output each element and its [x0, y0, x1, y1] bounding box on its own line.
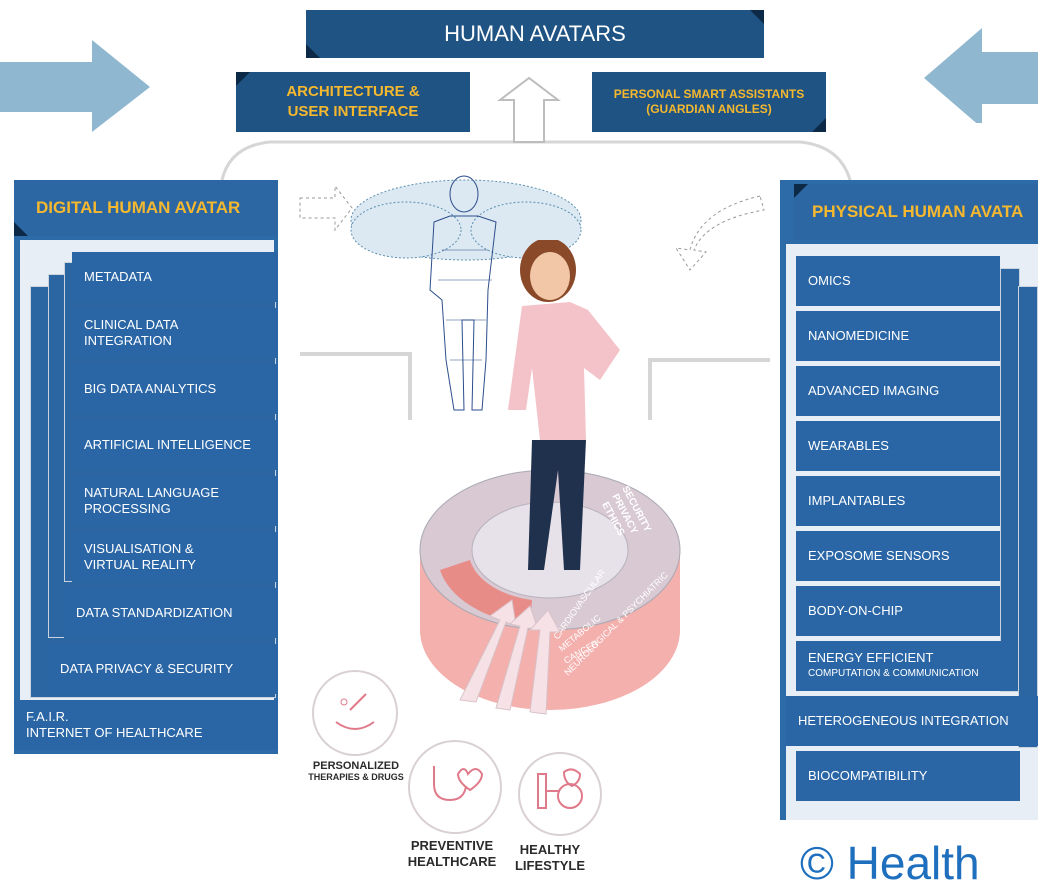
left-header-text: DIGITAL HUMAN AVATAR [36, 198, 241, 217]
right-item: WEARABLES [796, 421, 1000, 471]
lifestyle-circle [518, 752, 602, 836]
personalized-main: PERSONALIZED [312, 760, 400, 772]
left-item: VISUALISATION &VIRTUAL REALITY [72, 532, 278, 582]
left-item-line1: BIG DATA ANALYTICS [84, 381, 217, 396]
right-item: HETEROGENEOUS INTEGRATION [786, 696, 1038, 746]
healthcare-disk: INTERNET OF HEALTHCARE SECURITY PRIVACY … [419, 430, 681, 715]
right-item-line1: IMPLANTABLES [808, 493, 906, 508]
page-title: HUMAN AVATARS [444, 21, 626, 46]
right-header-text: PHYSICAL HUMAN AVATA [812, 202, 1024, 221]
preventive-circle [408, 740, 502, 834]
right-item: ENERGY EFFICIENT COMPUTATION & COMMUNICAT… [796, 641, 1014, 691]
left-arrow-icon [0, 40, 150, 132]
right-item-line1: HETEROGENEOUS INTEGRATION [798, 713, 1009, 728]
right-item-line1: ENERGY EFFICIENT [808, 650, 934, 665]
right-arrow-icon [924, 28, 1038, 123]
lifestyle-line2: LIFESTYLE [514, 858, 586, 873]
right-header: PHYSICAL HUMAN AVATA [794, 184, 1038, 240]
right-item: EXPOSOME SENSORS [796, 531, 1000, 581]
right-item: OMICS [796, 256, 1000, 306]
right-item-line1: WEARABLES [808, 438, 889, 453]
left-header: DIGITAL HUMAN AVATAR [14, 180, 278, 236]
right-item-line1: OMICS [808, 273, 851, 288]
left-item-line1: VISUALISATION & [84, 541, 194, 556]
left-item-line2: PROCESSING [84, 501, 171, 516]
lifestyle-caption: HEALTHY LIFESTYLE [500, 842, 600, 874]
right-item: IMPLANTABLES [796, 476, 1000, 526]
personalized-caption: PERSONALIZED THERAPIES & DRUGS [296, 760, 416, 782]
assistants-banner: PERSONAL SMART ASSISTANTS (GUARDIAN ANGL… [592, 72, 826, 132]
right-item-line1: NANOMEDICINE [808, 328, 910, 343]
left-item-line2: VIRTUAL REALITY [84, 557, 196, 572]
right-item-line1: EXPOSOME SENSORS [808, 548, 950, 563]
right-item: BODY-ON-CHIP [796, 586, 1000, 636]
woman-figure [508, 240, 620, 570]
architecture-banner: ARCHITECTURE & USER INTERFACE [236, 72, 470, 132]
title-banner: HUMAN AVATARS [306, 10, 764, 58]
right-item-line1: BODY-ON-CHIP [808, 603, 903, 618]
left-item: DATA STANDARDIZATION [64, 588, 278, 638]
lifestyle-line1: HEALTHY [519, 842, 581, 857]
assistants-line2: (GUARDIAN ANGLES) [646, 102, 772, 116]
syringe-pills-icon [335, 693, 375, 730]
left-item-line1: METADATA [84, 269, 152, 284]
left-item: BIG DATA ANALYTICS [72, 364, 278, 414]
left-item: F.A.I.R.INTERNET OF HEALTHCARE [14, 700, 278, 750]
left-item-line1: CLINICAL DATA [84, 317, 179, 332]
right-item-line1: BIOCOMPATIBILITY [808, 768, 928, 783]
left-item: DATA PRIVACY & SECURITY [48, 644, 278, 694]
architecture-line2: USER INTERFACE [287, 103, 419, 120]
right-item: ADVANCED IMAGING [796, 366, 1000, 416]
right-item-line2: COMPUTATION & COMMUNICATION [808, 668, 979, 679]
left-item: METADATA [72, 252, 278, 302]
left-item-line1: F.A.I.R. [26, 709, 69, 724]
assistants-line1: PERSONAL SMART ASSISTANTS [613, 87, 805, 101]
preventive-caption: PREVENTIVE HEALTHCARE [392, 838, 512, 870]
stethoscope-heart-icon [433, 766, 484, 802]
right-stack-outline-1 [1000, 268, 1020, 692]
personalized-sub: THERAPIES & DRUGS [308, 772, 404, 782]
right-item: NANOMEDICINE [796, 311, 1000, 361]
architecture-line1: ARCHITECTURE & [286, 83, 420, 100]
dumbbell-apple-icon [537, 768, 583, 809]
preventive-line1: PREVENTIVE [410, 838, 494, 853]
right-stack-outline-2 [1018, 286, 1038, 748]
left-item-line2: INTEGRATION [84, 333, 172, 348]
left-item-line1: NATURAL LANGUAGE [84, 485, 220, 500]
left-item-line1: DATA PRIVACY & SECURITY [60, 661, 234, 676]
left-item-line1: ARTIFICIAL INTELLIGENCE [84, 437, 251, 452]
left-item: ARTIFICIAL INTELLIGENCE [72, 420, 278, 470]
left-item-line1: DATA STANDARDIZATION [76, 605, 233, 620]
left-item-line2: INTERNET OF HEALTHCARE [26, 725, 203, 740]
copyright-text: © Health [800, 837, 980, 889]
personalized-circle [312, 670, 398, 756]
preventive-line2: HEALTHCARE [407, 854, 497, 869]
right-item: BIOCOMPATIBILITY [796, 751, 1020, 801]
right-item-line1: ADVANCED IMAGING [808, 383, 940, 398]
